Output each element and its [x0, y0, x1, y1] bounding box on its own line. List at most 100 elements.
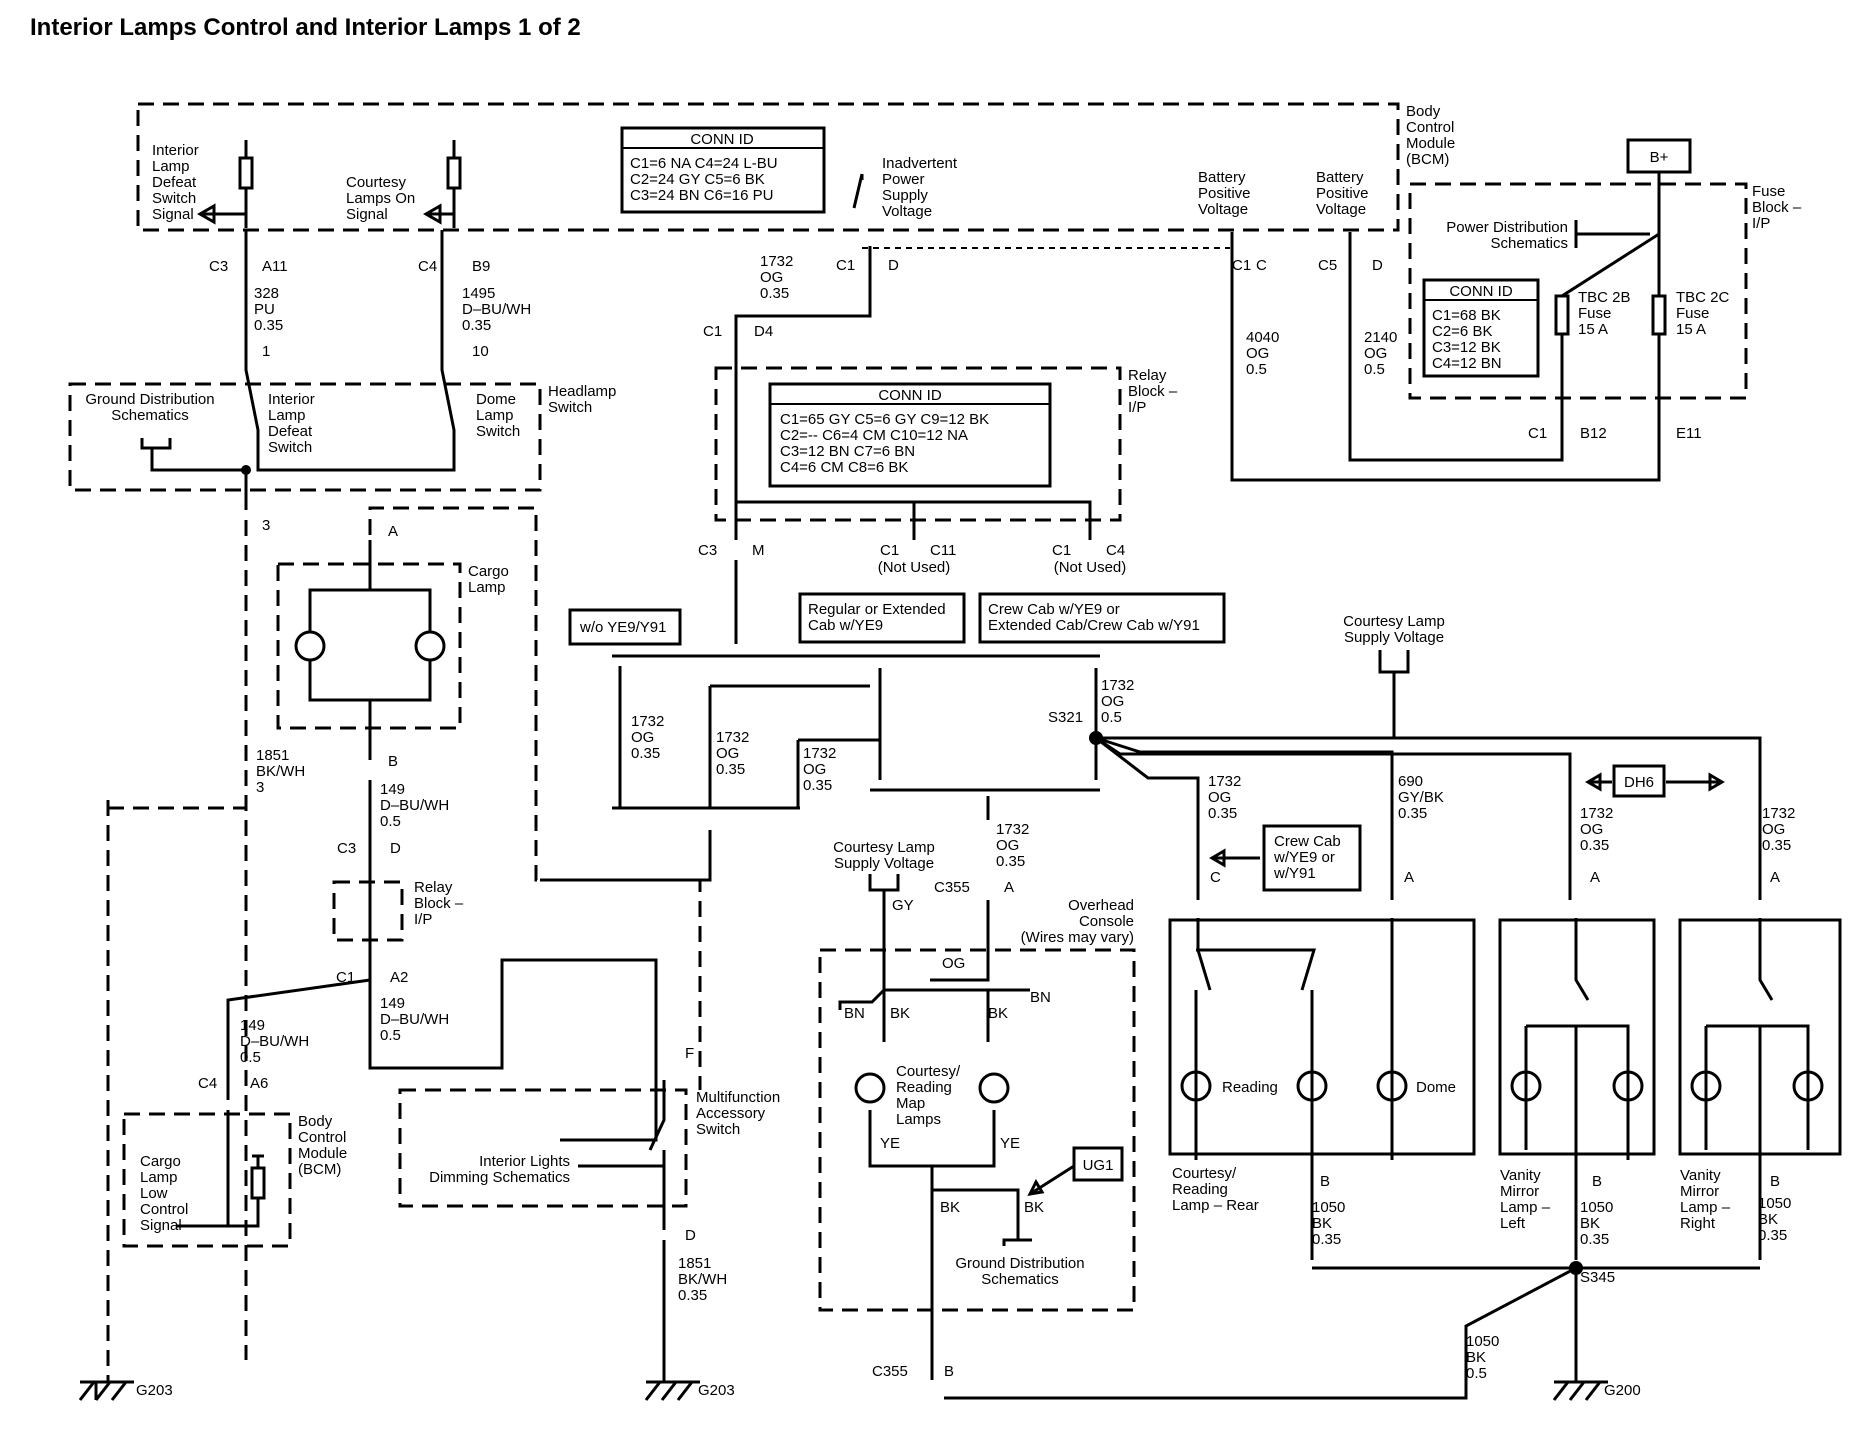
connector-label: BK/WH — [678, 1271, 727, 1288]
connector-label: E11 — [1676, 425, 1702, 442]
fuse-block-outline — [1408, 182, 1748, 400]
connector-label: 1851 — [678, 1255, 711, 1272]
connector-label: 1050 — [1466, 1333, 1499, 1350]
connector-label: 1050 — [1758, 1195, 1791, 1212]
connector-label: C1 — [1528, 425, 1547, 442]
connector-label: 0.35 — [1762, 837, 1791, 854]
connector-label: C1 — [1052, 542, 1071, 559]
connector-label: 0.35 — [996, 853, 1025, 870]
connector-label: B — [1320, 1173, 1330, 1190]
cargo-lamp-bulb-left — [294, 630, 326, 662]
connector-label: 0.5 — [1101, 709, 1122, 726]
connector-label: OG — [1762, 821, 1785, 838]
svg-text:B+: B+ — [1650, 149, 1669, 166]
connector-label: 1732 — [760, 253, 793, 270]
map-lamp-right — [978, 1072, 1010, 1104]
connector-label: D4 — [754, 323, 773, 340]
svg-text:(Not Used): (Not Used) — [1054, 559, 1127, 576]
connector-label: A — [388, 523, 398, 540]
connector-label: BK — [940, 1199, 960, 1216]
connector-label: C4 — [1106, 542, 1125, 559]
connector-label: C1 — [1232, 257, 1251, 274]
connector-label: G203 — [136, 1382, 173, 1399]
connector-label: OG — [716, 745, 739, 762]
svg-text:DH6: DH6 — [1624, 774, 1654, 791]
svg-text:C2=6 BK: C2=6 BK — [1432, 323, 1492, 340]
connector-label: 0.5 — [380, 813, 401, 830]
connector-label: C3 — [337, 840, 356, 857]
connector-label: C5 — [1318, 257, 1337, 274]
connector-label: 1732 — [1208, 773, 1241, 790]
connector-label: 1732 — [803, 745, 836, 762]
relay-conn-id — [768, 382, 1052, 488]
connector-label: B — [388, 753, 398, 770]
overhead-console-outline — [818, 948, 1136, 1312]
connector-label: 0.35 — [254, 317, 283, 334]
svg-text:CONN ID: CONN ID — [1449, 283, 1513, 300]
connector-label: A — [1770, 869, 1780, 886]
connector-label: BK — [890, 1005, 910, 1022]
connector-label: C1 — [836, 257, 855, 274]
svg-text:C1=68 BK: C1=68 BK — [1432, 307, 1501, 324]
connector-label: B — [944, 1363, 954, 1380]
connector-label: BK — [1312, 1215, 1332, 1232]
svg-text:C3=24 BN C6=16 PU: C3=24 BN C6=16 PU — [630, 187, 773, 204]
svg-text:C2=-- C6=4 CM C10=12 N: C2=-- C6=4 CM C10=12 NA — [780, 427, 968, 444]
bcm-outline — [136, 102, 1400, 232]
connector-label: 1732 — [996, 821, 1029, 838]
connector-label: A — [1004, 879, 1014, 896]
connector-label: M — [752, 542, 765, 559]
connector-label: OG — [996, 837, 1019, 854]
connector-label: GY/BK — [1398, 789, 1444, 806]
connector-label: S345 — [1580, 1269, 1615, 1286]
connector-label: A — [1590, 869, 1600, 886]
connector-label: 0.35 — [631, 745, 660, 762]
connector-label: 0.5 — [1466, 1365, 1487, 1382]
svg-text:C4=12 BN: C4=12 BN — [1432, 355, 1502, 372]
connector-label: 0.35 — [716, 761, 745, 778]
mfa-switch-outline — [398, 1088, 688, 1208]
cargo-lamp-outline — [276, 562, 462, 730]
svg-text:(Not Used): (Not Used) — [878, 559, 951, 576]
svg-text:C4=6 CM C8=6 BK: C4=6 CM C8=6 BK — [780, 459, 908, 476]
connector-label: C — [1210, 869, 1221, 886]
connector-label: 690 — [1398, 773, 1423, 790]
connector-label: OG — [760, 269, 783, 286]
connector-label: 1495 — [462, 285, 495, 302]
connector-label: 0.5 — [1246, 361, 1267, 378]
connector-label: D–BU/WH — [462, 301, 531, 318]
headlamp-switch-outline — [68, 382, 542, 492]
connector-label: C1 — [880, 542, 899, 559]
connector-label: 1851 — [256, 747, 289, 764]
connector-label: C4 — [418, 258, 437, 275]
svg-text:Dome: Dome — [1416, 1079, 1456, 1096]
connector-label: 1050 — [1312, 1199, 1345, 1216]
connector-label: BN — [1030, 989, 1051, 1006]
relay-small-outline — [332, 880, 404, 942]
connector-label: S321 — [1048, 709, 1083, 726]
connector-label: BK — [1580, 1215, 1600, 1232]
connector-label: F — [685, 1045, 694, 1062]
connector-label: 0.35 — [678, 1287, 707, 1304]
connector-label: 0.5 — [1364, 361, 1385, 378]
svg-text:UG1: UG1 — [1083, 1157, 1114, 1174]
connector-label: 1732 — [631, 713, 664, 730]
connector-label: 0.35 — [1398, 805, 1427, 822]
svg-text:C2=24 GY C5=6 BK: C2=24 GY C5=6 BK — [630, 171, 765, 188]
connector-label: PU — [254, 301, 275, 318]
